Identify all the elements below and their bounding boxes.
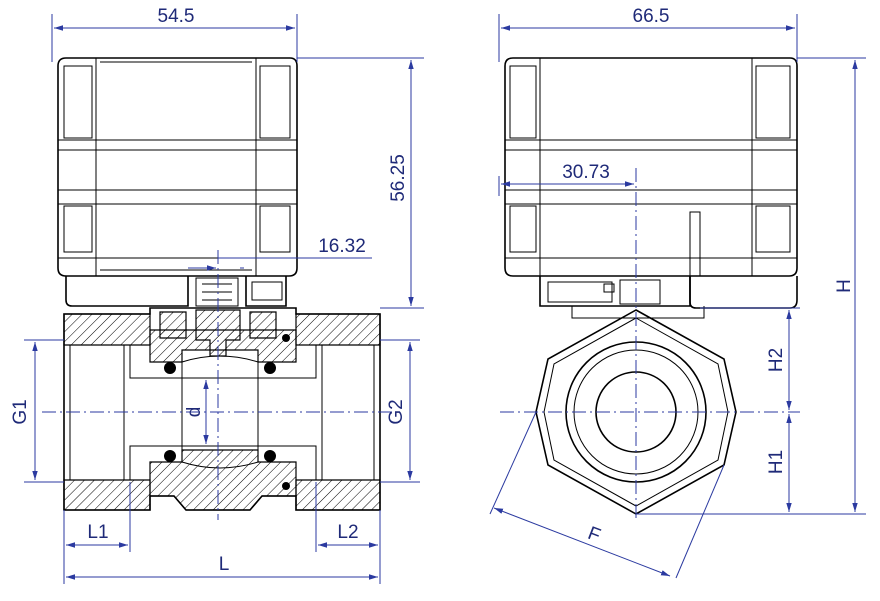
dim-g1: G1	[10, 339, 64, 483]
dim-length-label: L	[219, 554, 230, 575]
dim-side-offset: 30.73	[498, 162, 634, 196]
dim-l1: L1	[63, 482, 131, 584]
side-view: 66.5 30.73 H H2 H1	[489, 6, 866, 579]
dim-bore-label: d	[184, 407, 205, 418]
dim-front-height-label: 56.25	[388, 154, 409, 202]
side-actuator-housing	[504, 57, 798, 277]
front-view: 54.5 56.25 16.32 G1 G2	[10, 6, 424, 584]
dim-length: L	[66, 554, 378, 580]
dim-front-height: 56.25	[297, 57, 424, 309]
front-base-plate	[65, 276, 287, 307]
dim-across-flats: F	[489, 411, 725, 579]
dim-side-offset-label: 30.73	[562, 162, 610, 183]
dim-across-flats-label: F	[585, 523, 603, 547]
dim-bore: d	[184, 380, 209, 444]
dim-h1: H1	[766, 414, 792, 512]
dim-front-width-label: 54.5	[158, 6, 195, 27]
dim-side-width: 66.5	[498, 6, 798, 62]
dim-stem-offset-label: 16.32	[318, 236, 366, 257]
dim-l1-label: L1	[87, 522, 108, 543]
dim-total-height-label: H	[834, 279, 855, 293]
dim-g1-label: G1	[10, 399, 31, 424]
dim-h1-label: H1	[766, 450, 787, 474]
dim-g2: G2	[380, 339, 420, 483]
dim-h2: H2	[700, 307, 800, 410]
front-actuator-housing	[57, 57, 298, 277]
front-valve-body	[63, 307, 381, 511]
dim-g2-label: G2	[386, 399, 407, 424]
dim-h2-label: H2	[766, 348, 787, 372]
dim-front-width: 54.5	[51, 6, 298, 62]
dim-side-width-label: 66.5	[633, 6, 670, 27]
dim-stem-offset: 16.32	[188, 236, 372, 271]
side-base-plate	[539, 276, 798, 319]
dim-total-height: H	[636, 57, 866, 515]
dim-l2-label: L2	[337, 522, 358, 543]
dim-l2: L2	[315, 482, 381, 584]
